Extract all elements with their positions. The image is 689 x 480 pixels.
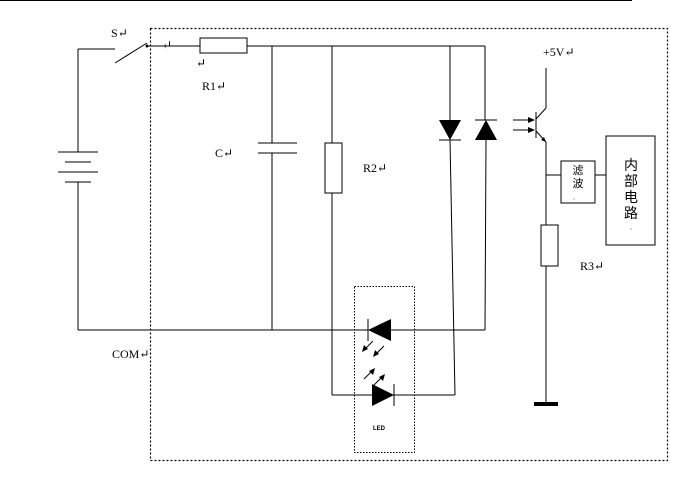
para-mark-r1: ↵ xyxy=(196,56,206,70)
label-r3: R3↵ xyxy=(580,259,604,273)
para-mark-switch: ↵ xyxy=(162,38,172,52)
light-arrows xyxy=(513,117,535,133)
label-capacitor-c: C↵ xyxy=(215,146,233,160)
module-boundary xyxy=(149,27,669,462)
phototransistor xyxy=(535,68,547,225)
label-r1: R1↵ xyxy=(202,79,226,93)
diode-right xyxy=(475,46,497,331)
switch-s xyxy=(78,42,162,64)
filter-mark: · xyxy=(573,195,576,205)
label-filter: 滤波 xyxy=(573,164,584,190)
label-switch-s: S↵ xyxy=(111,26,128,40)
resistor-r2 xyxy=(324,142,343,194)
led-lower-diode xyxy=(363,368,455,406)
filter-box xyxy=(560,160,596,204)
resistor-r1 xyxy=(199,37,248,54)
capacitor-c xyxy=(258,46,297,330)
internal-circuit-box xyxy=(605,135,656,246)
internal-mark: · xyxy=(630,225,633,235)
label-supply-5v: +5V↵ xyxy=(543,45,575,59)
label-internal-circuit: 内部电路 xyxy=(624,158,638,222)
led-optocoupler-box xyxy=(354,286,415,453)
resistor-r3 xyxy=(540,224,559,267)
label-led: LED xyxy=(373,426,386,432)
diode-left xyxy=(439,46,461,396)
label-r2: R2↵ xyxy=(363,161,387,175)
battery-symbol xyxy=(58,49,98,330)
label-com: COM↵ xyxy=(112,347,149,361)
resistor-r2-branch xyxy=(324,46,372,396)
led-upper-diode xyxy=(362,319,485,357)
